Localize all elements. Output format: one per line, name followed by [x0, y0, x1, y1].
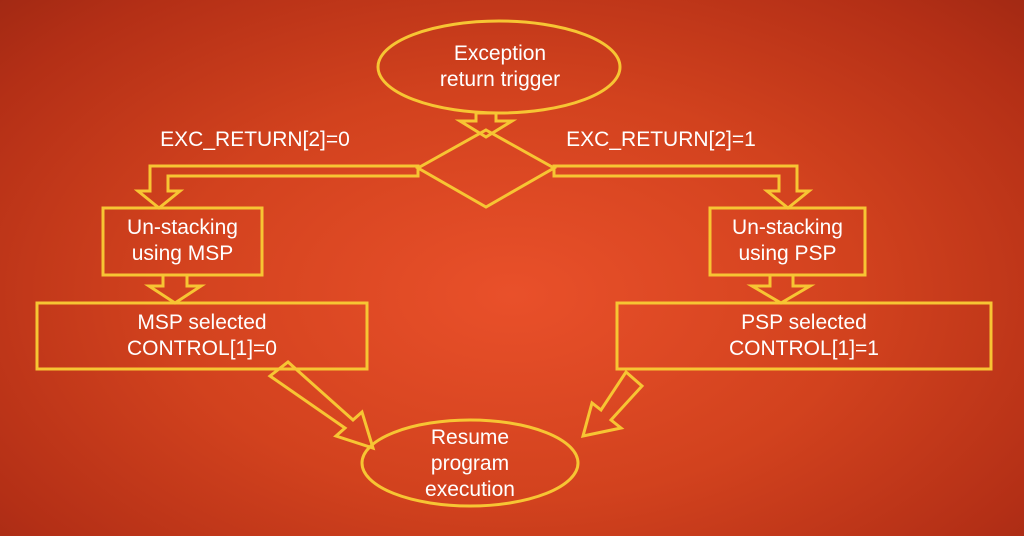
psp-selected-box: [615, 301, 993, 371]
start-line-1: Exception: [453, 42, 547, 65]
right-branch-label: EXC_RETURN[2]=1: [566, 128, 756, 151]
msp-selected-label: MSP selected CONTROL[1]=0: [37, 309, 367, 363]
decision-diamond: [414, 128, 558, 209]
arrow-psp-to-resume: [580, 369, 645, 438]
resume-node-label: Resume program execution: [380, 425, 560, 503]
unstack-psp-line-1: Un-stacking: [732, 216, 843, 239]
psp-selected-line-2: CONTROL[1]=1: [729, 337, 879, 360]
arrow-decision-to-msp: [133, 164, 420, 210]
unstack-msp-line-1: Un-stacking: [127, 216, 238, 239]
psp-selected-line-1: PSP selected: [741, 311, 867, 334]
resume-node-shape: [360, 418, 580, 508]
start-node-shape: [376, 19, 622, 115]
unstack-msp-label: Un-stacking using MSP: [103, 214, 262, 268]
resume-line-2: program: [430, 452, 510, 475]
arrow-msp-to-resume: [267, 360, 376, 451]
psp-selected-label: PSP selected CONTROL[1]=1: [617, 309, 991, 363]
resume-line-1: Resume: [430, 426, 510, 449]
unstack-psp-label: Un-stacking using PSP: [710, 214, 865, 268]
unstack-msp-line-2: using MSP: [131, 242, 234, 265]
arrow-unstack-psp-down: [746, 273, 816, 305]
arrow-decision-to-psp: [552, 164, 814, 210]
unstack-psp-line-2: using PSP: [738, 242, 837, 265]
arrow-unstack-msp-down: [143, 273, 207, 305]
start-line-2: return trigger: [439, 68, 561, 91]
msp-selected-line-2: CONTROL[1]=0: [127, 337, 277, 360]
left-branch-label: EXC_RETURN[2]=0: [160, 128, 350, 151]
msp-selected-line-1: MSP selected: [137, 311, 267, 334]
arrow-start-to-decision: [454, 111, 518, 139]
msp-selected-box: [35, 301, 369, 371]
start-node-label: Exception return trigger: [400, 40, 600, 94]
resume-line-3: execution: [425, 478, 515, 501]
